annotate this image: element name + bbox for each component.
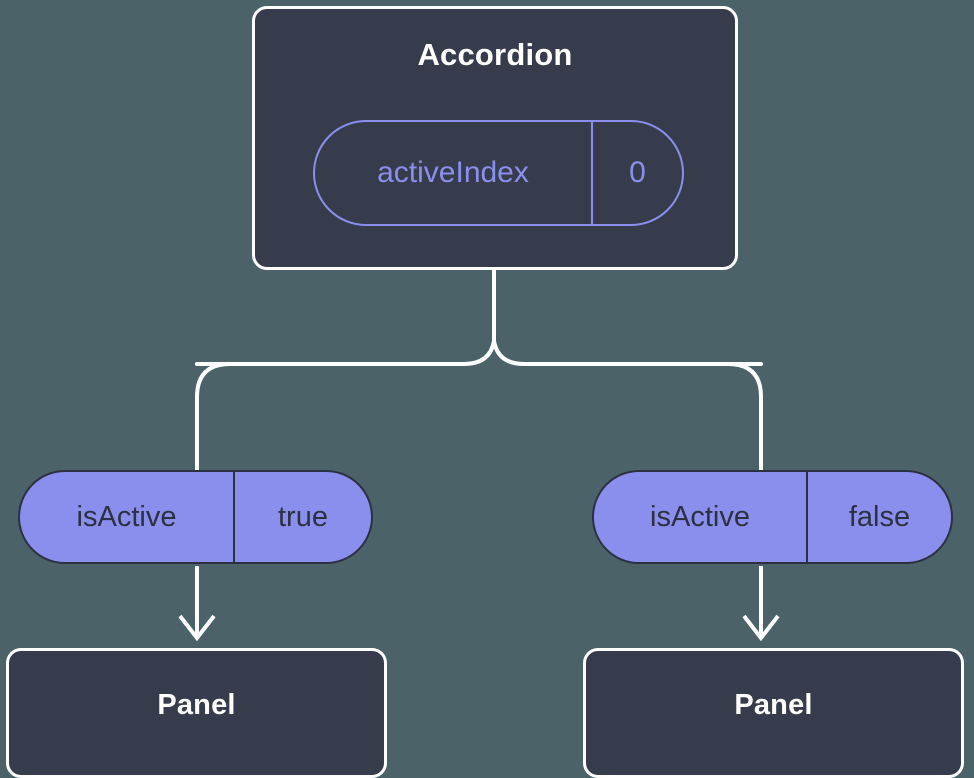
state-pill-key: activeIndex (315, 122, 593, 224)
prop-pill-is-active-true[interactable]: isActive true (18, 470, 373, 564)
prop-pill-is-active-false[interactable]: isActive false (592, 470, 953, 564)
arrow-right-head-icon (742, 614, 780, 642)
prop-pill-key: isActive (20, 472, 235, 562)
node-accordion[interactable]: Accordion activeIndex 0 (252, 6, 738, 270)
arrow-left-head-icon (178, 614, 216, 642)
prop-pill-value: false (848, 500, 911, 533)
node-panel-right[interactable]: Panel (583, 648, 964, 778)
prop-pill-key: isActive (594, 472, 808, 562)
node-panel-left-title: Panel (157, 689, 236, 721)
node-accordion-title: Accordion (417, 37, 573, 72)
arm-right (727, 362, 763, 470)
node-panel-right-title: Panel (734, 689, 813, 721)
fork-junction (195, 339, 763, 366)
arm-left (195, 362, 231, 470)
prop-pill-value: true (278, 500, 328, 533)
state-pill-active-index[interactable]: activeIndex 0 (313, 120, 684, 226)
node-panel-left[interactable]: Panel (6, 648, 387, 778)
state-pill-value: 0 (629, 156, 646, 189)
